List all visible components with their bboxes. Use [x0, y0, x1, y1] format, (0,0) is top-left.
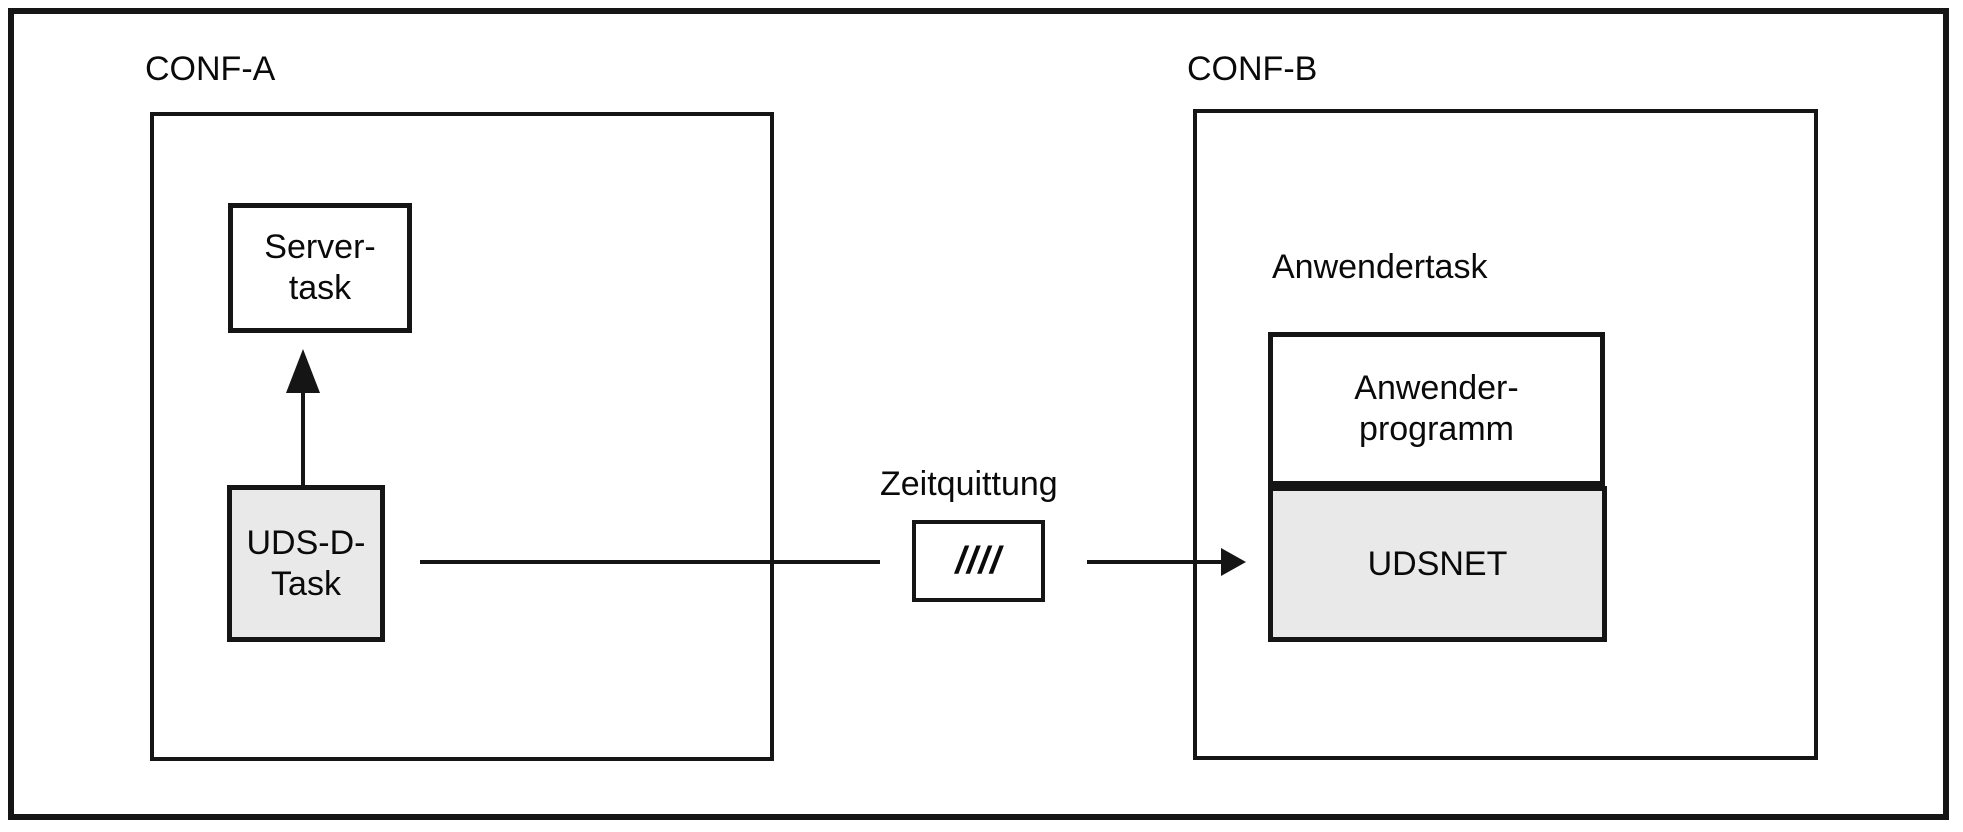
uds-d-task-box: UDS-D- Task — [227, 485, 385, 642]
right-arrowhead-icon — [1221, 548, 1246, 576]
udsnet-label: UDSNET — [1367, 544, 1508, 583]
zeitquittung-box: //// — [912, 520, 1045, 602]
server-task-box: Server- task — [228, 203, 412, 333]
anwender-programm-box: Anwender- programm — [1268, 332, 1605, 486]
anwendertask-label: Anwendertask — [1272, 248, 1488, 286]
zeitquittung-label: Zeitquittung — [880, 465, 1058, 503]
arrow-shaft — [301, 392, 305, 485]
conf-b-title: CONF-B — [1187, 50, 1318, 88]
uds-d-task-label-line1: UDS-D- — [246, 523, 366, 562]
udsnet-box: UDSNET — [1268, 486, 1607, 642]
anwender-programm-label-line1: Anwender- — [1354, 369, 1519, 407]
arrow-shaft — [1087, 560, 1221, 564]
up-arrowhead-icon — [286, 349, 320, 393]
zeitquittung-symbol: //// — [955, 539, 1002, 582]
uds-d-task-label-line2: Task — [271, 564, 341, 603]
conf-b-frame — [1193, 109, 1818, 760]
server-task-label-line2: task — [288, 269, 352, 307]
outer-border — [8, 8, 1949, 820]
conf-a-title: CONF-A — [145, 50, 276, 88]
connector-line-left — [420, 560, 880, 564]
conf-a-frame — [150, 112, 774, 761]
server-task-label-line1: Server- — [264, 228, 376, 266]
anwender-programm-label-line2: programm — [1359, 410, 1514, 448]
